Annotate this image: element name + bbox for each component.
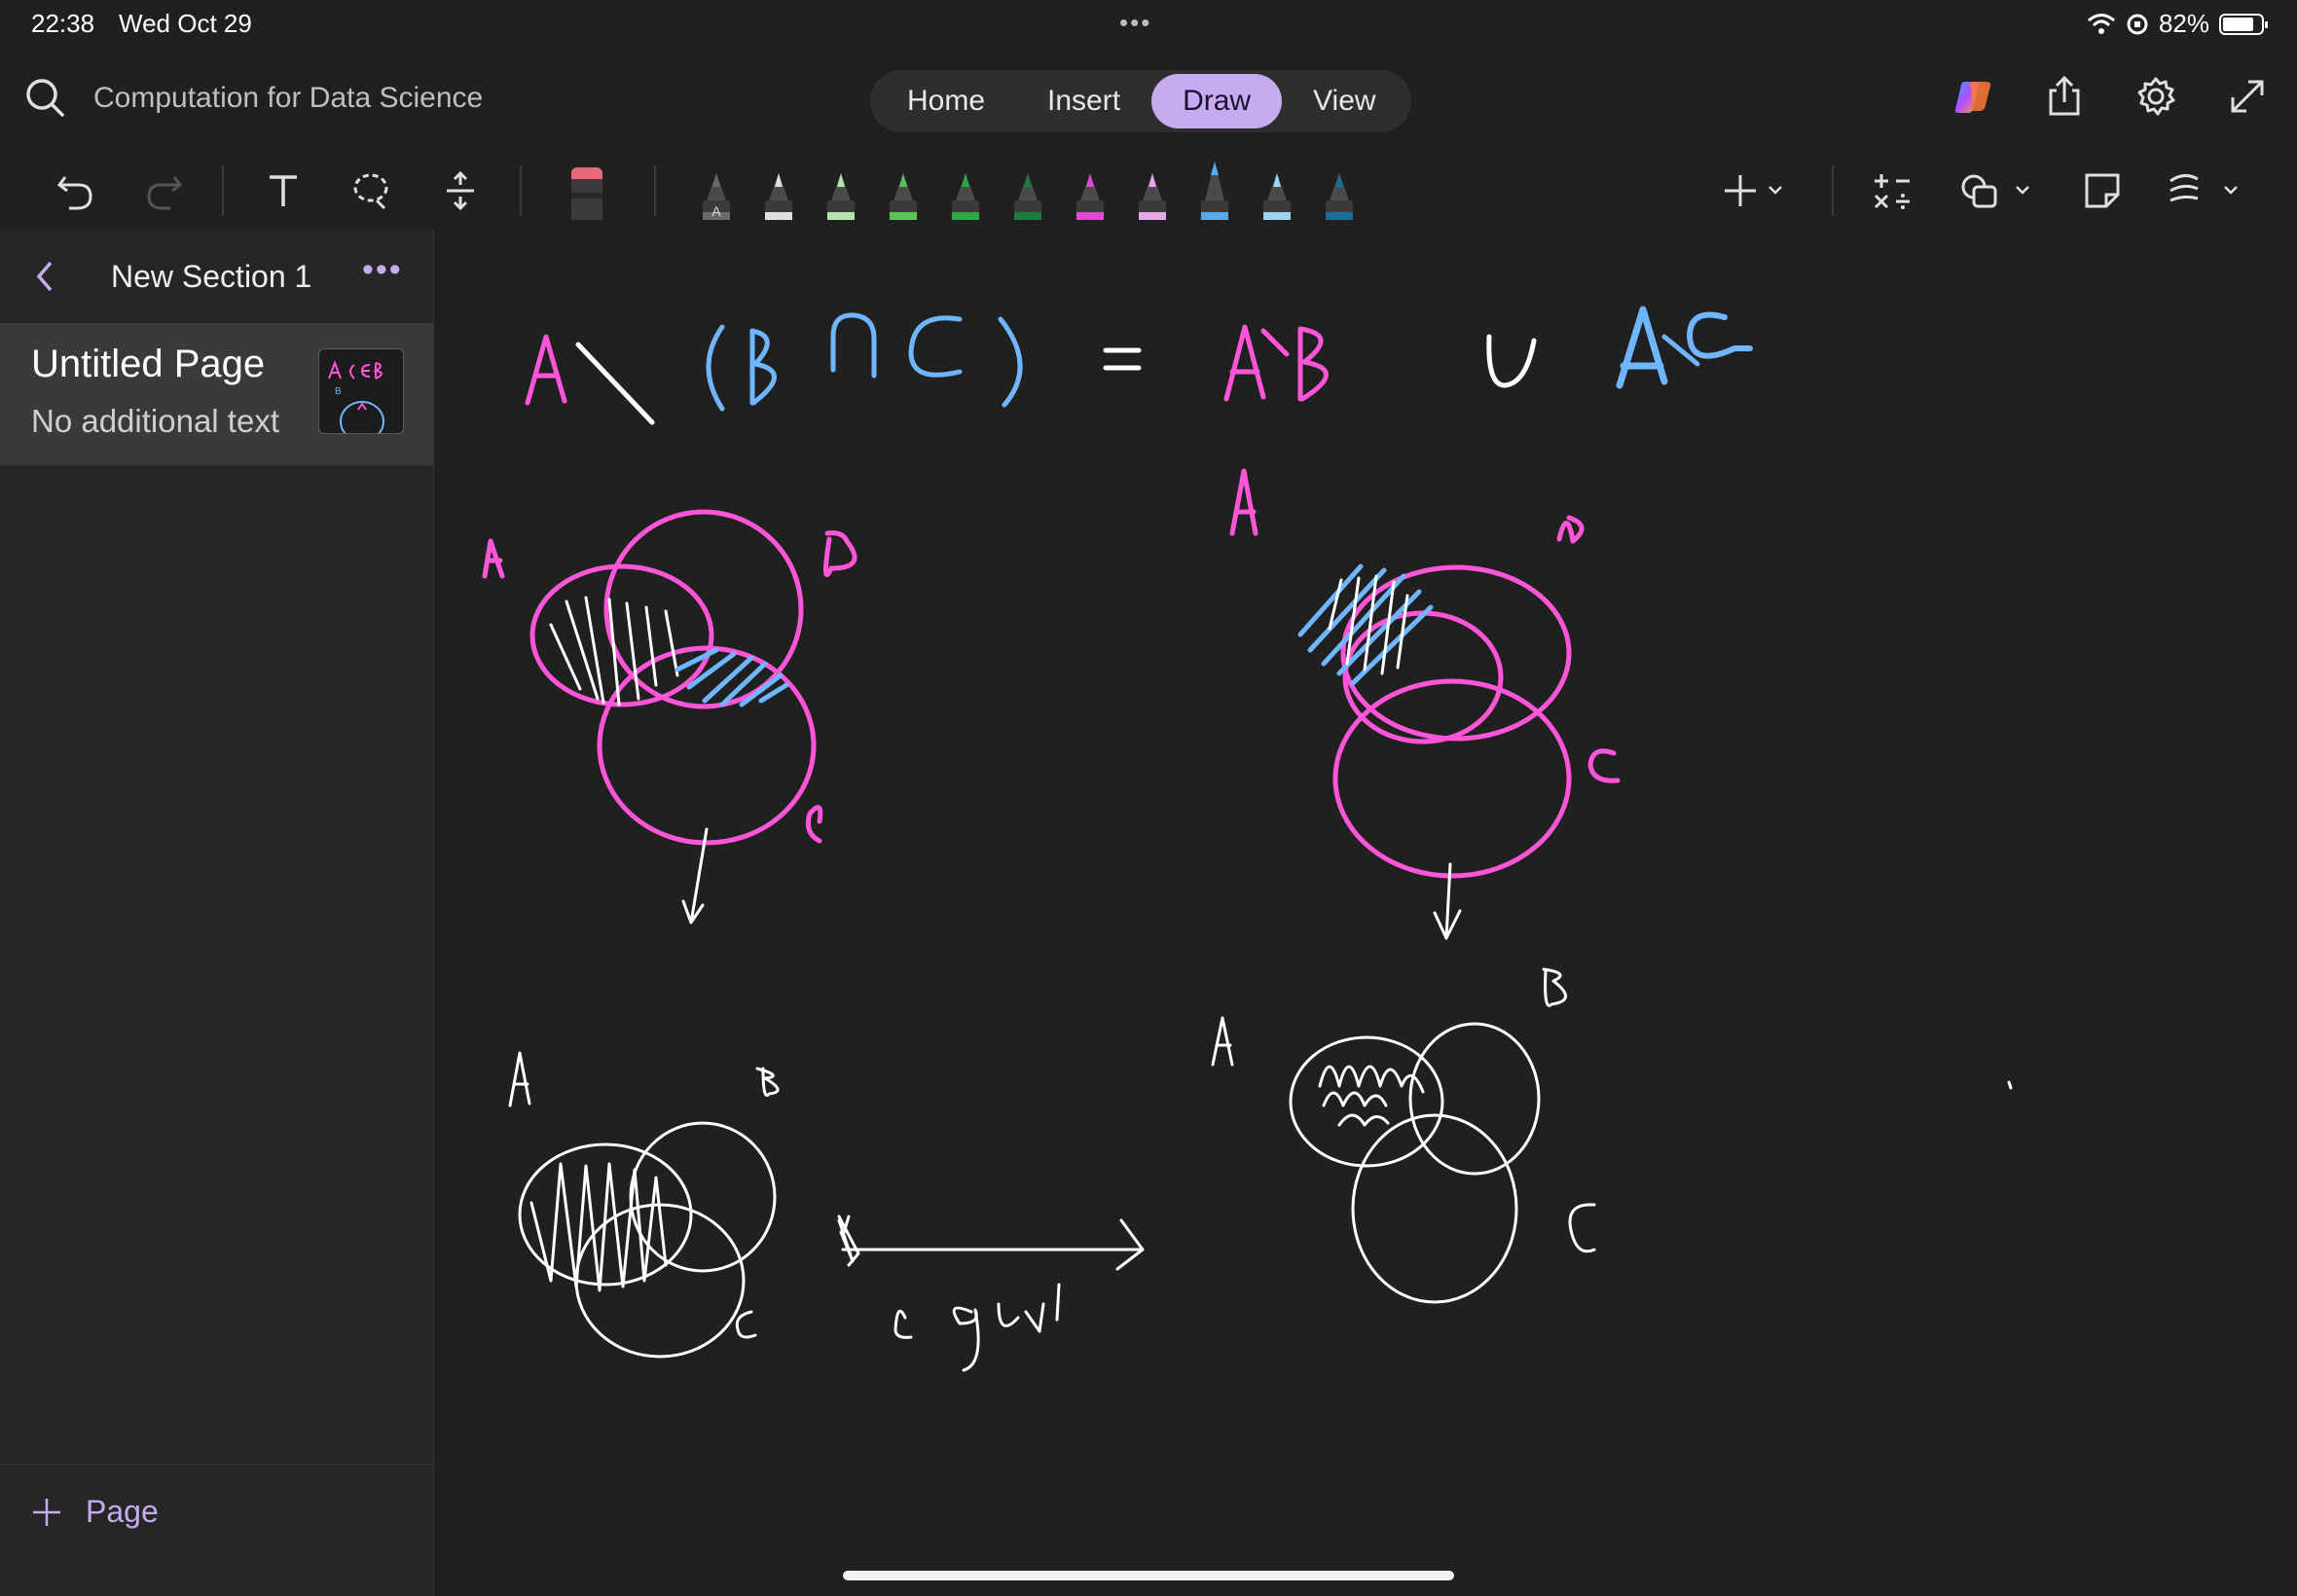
pen-11[interactable] <box>1316 160 1363 222</box>
expand-icon[interactable] <box>2225 74 2270 119</box>
ink-equation <box>525 306 1753 425</box>
venn-diagram-rhs-result <box>1211 967 2013 1304</box>
home-indicator[interactable] <box>843 1571 1454 1580</box>
ink-to-text-icon <box>2169 174 2238 202</box>
sidebar: New Section 1 ••• Untitled Page No addit… <box>0 230 434 1596</box>
ink-to-text-dropdown[interactable] <box>2165 160 2246 222</box>
battery-percent: 82% <box>2158 9 2209 38</box>
pen-10[interactable] <box>1254 160 1300 222</box>
math-icon[interactable] <box>1869 160 1915 222</box>
tab-view[interactable]: View <box>1313 85 1376 117</box>
toolbar-divider <box>654 165 656 216</box>
toolbar-divider <box>520 165 522 216</box>
pen-2[interactable] <box>755 160 802 222</box>
page-list-item[interactable]: Untitled Page No additional text B <box>0 323 433 465</box>
add-page-label: Page <box>86 1494 159 1529</box>
back-chevron-icon[interactable] <box>31 259 60 299</box>
ribbon-tabs: Home Insert Draw View <box>870 70 1411 132</box>
section-title: New Section 1 <box>111 259 312 294</box>
section-more-icon[interactable]: ••• <box>362 251 403 288</box>
undo-icon[interactable] <box>51 160 99 222</box>
pen-5[interactable] <box>942 160 989 222</box>
title-row: Computation for Data Science Home Insert… <box>0 49 2297 156</box>
pen-4[interactable] <box>880 160 927 222</box>
insert-space-icon[interactable] <box>436 160 485 222</box>
copilot-icon[interactable] <box>1951 74 1995 119</box>
pen-6[interactable] <box>1004 160 1051 222</box>
shapes-icon <box>1961 174 2029 208</box>
tab-insert[interactable]: Insert <box>1047 85 1121 117</box>
toolbar-divider <box>222 165 224 216</box>
orientation-lock-icon <box>2127 14 2148 34</box>
pen-9[interactable] <box>1191 160 1238 222</box>
status-indicators: 82% <box>2087 9 2268 39</box>
status-bar: 22:38 Wed Oct 29 ••• 82% <box>0 0 2297 49</box>
pen-8[interactable] <box>1129 160 1176 222</box>
venn-diagram-lhs <box>482 509 857 925</box>
notebook-title[interactable]: Computation for Data Science <box>93 82 484 114</box>
pen-3[interactable] <box>818 160 864 222</box>
tab-draw[interactable]: Draw <box>1151 74 1283 128</box>
pen-7[interactable] <box>1067 160 1113 222</box>
tab-home[interactable]: Home <box>907 85 986 117</box>
venn-diagram-lhs-result <box>508 1051 1145 1372</box>
shapes-dropdown[interactable] <box>1958 160 2036 222</box>
multitask-dots-icon[interactable]: ••• <box>1119 8 1152 37</box>
share-icon[interactable] <box>2042 74 2087 119</box>
settings-gear-icon[interactable] <box>2133 74 2178 119</box>
sticky-note-icon[interactable] <box>2079 160 2126 222</box>
text-tool-icon[interactable] <box>259 160 308 222</box>
redo-icon[interactable] <box>140 160 189 222</box>
status-time: 22:38 <box>31 9 95 38</box>
pen-1[interactable]: A <box>693 160 740 222</box>
note-canvas[interactable] <box>434 230 2297 1596</box>
toolbar-divider <box>1832 165 1834 216</box>
svg-text:B: B <box>335 386 342 397</box>
sidebar-footer: Page <box>0 1464 434 1596</box>
page-item-preview: No additional text <box>31 403 279 439</box>
status-date: Wed Oct 29 <box>119 9 252 38</box>
eraser-icon[interactable] <box>563 160 611 222</box>
venn-diagram-rhs <box>1229 468 1621 940</box>
battery-icon <box>2219 13 2268 35</box>
search-icon[interactable] <box>23 76 66 119</box>
title-actions <box>1951 74 2270 119</box>
page-thumbnail: B <box>318 348 404 434</box>
section-header: New Section 1 ••• <box>0 230 433 323</box>
wifi-icon <box>2087 13 2115 34</box>
add-page-button[interactable]: Page <box>29 1494 159 1530</box>
draw-toolbar: A <box>0 156 2297 226</box>
add-pen-button[interactable] <box>1719 160 1791 222</box>
lasso-select-icon[interactable] <box>346 160 395 222</box>
svg-text:A: A <box>711 203 721 219</box>
plus-icon <box>33 1498 60 1526</box>
page-item-title: Untitled Page <box>31 343 266 385</box>
